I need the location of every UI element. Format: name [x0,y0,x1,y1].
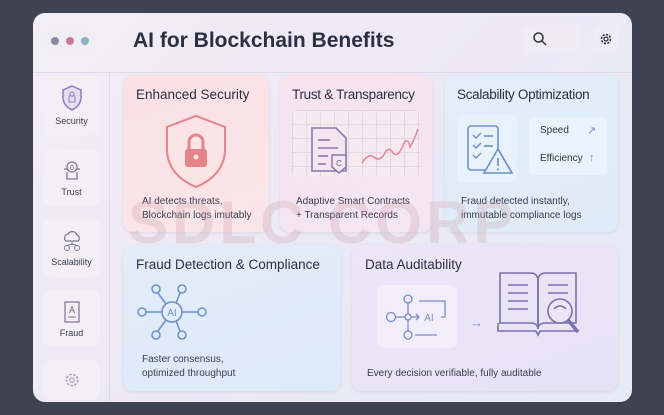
card-description: Every decision verifiable, fully auditab… [367,368,542,379]
sidebar-item-label: Fraud [59,327,84,338]
contract-document-icon: C [311,127,347,174]
gear-icon [600,33,612,45]
arrow-up-icon: ↑ [589,152,595,164]
sidebar-settings[interactable] [43,360,100,400]
card-description: Fraud detected instantly,immutable compl… [461,196,582,221]
card-trust-transparency[interactable]: Trust & Transparency C Adaptive Smart Co… [280,75,432,232]
card-title: Enhanced Security [136,87,250,102]
document-icon: A [63,300,80,323]
settings-button[interactable] [593,25,619,53]
card-title: Data Auditability [365,257,462,272]
sidebar-item-label: Security [55,116,88,126]
checklist-warning-icon [467,125,514,174]
window-dot-icon[interactable] [81,37,89,45]
card-title: Scalability Optimization [457,87,590,102]
book-magnifier-icon [497,272,580,337]
sidebar-item-label: Trust [61,187,82,197]
card-scalability-optimization[interactable]: Scalability Optimization Speed ↗ Efficie… [445,75,618,232]
checklist-panel [457,115,517,183]
svg-text:C: C [336,159,342,168]
search-button[interactable] [524,25,580,53]
metric-speed: Speed [540,125,569,136]
header: AI for Blockchain Benefits [33,13,632,73]
sidebar-item-fraud[interactable]: A Fraud [43,290,100,347]
sidebar-item-security[interactable]: Security [43,75,100,135]
card-data-auditability[interactable]: Data Auditability AI → Every decision ve… [352,245,618,391]
window-dot-icon[interactable] [51,37,59,45]
svg-text:AI: AI [167,308,176,319]
search-icon [533,32,547,46]
window-controls [45,30,95,52]
gear-icon [65,373,78,387]
arrow-right-icon: → [470,315,483,330]
card-description: AI detects threats,Blockchain logs imuta… [142,196,252,221]
metric-efficiency: Efficiency [540,153,583,164]
svg-text:AI: AI [424,313,433,324]
flow-panel: AI [377,285,457,348]
card-fraud-detection-compliance[interactable]: Fraud Detection & Compliance AI Faster c… [123,245,341,391]
card-description: Adaptive Smart Contracts+ Transparent Re… [296,196,410,221]
card-title: Fraud Detection & Compliance [136,257,320,272]
card-enhanced-security[interactable]: Enhanced Security AI detects threats,Blo… [123,75,269,232]
metrics-panel: Speed ↗ Efficiency ↑ [529,117,607,175]
shield-icon [61,85,82,111]
cloud-network-icon [63,231,80,251]
page-title: AI for Blockchain Benefits [133,29,395,52]
sidebar: Security 0 Trust Scalability A Fraud [33,73,110,402]
ai-network-icon: AI [137,284,207,340]
sidebar-item-label: Scalability [51,257,92,267]
sidebar-item-scalability[interactable]: Scalability [43,219,100,277]
card-description: Faster consensus,optimized throughput [142,354,236,379]
window-dot-icon[interactable] [66,37,74,45]
arrow-up-right-icon: ↗ [587,125,597,137]
svg-text:0: 0 [70,165,74,172]
trend-line-icon [361,128,419,164]
trust-icon: 0 [63,161,80,180]
sidebar-item-trust[interactable]: 0 Trust [43,150,100,206]
decision-flow-icon: AI [385,294,446,340]
app-window: AI for Blockchain Benefits Security 0 Tr… [33,13,632,402]
shield-lock-icon [166,114,226,189]
card-title: Trust & Transparency [292,87,415,102]
svg-text:A: A [68,305,74,315]
